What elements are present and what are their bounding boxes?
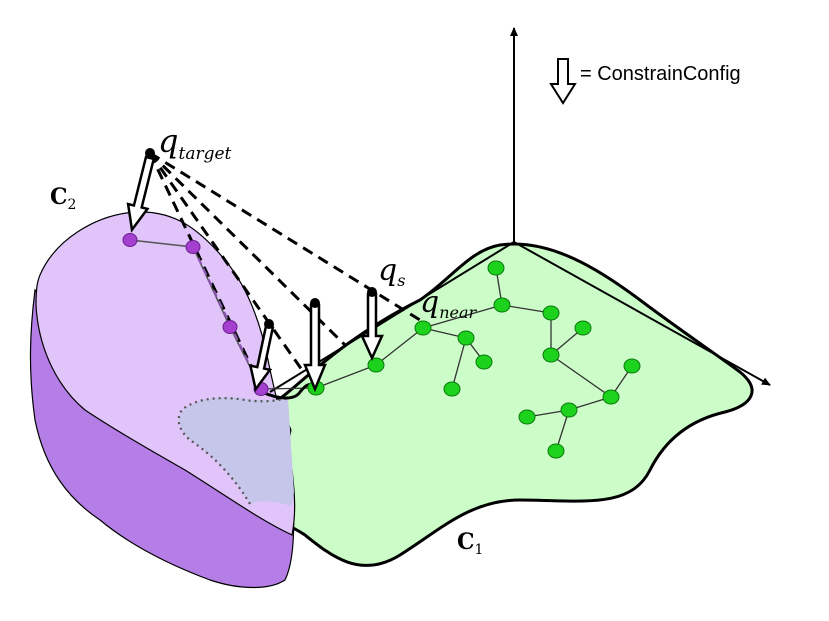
c2-node	[222, 320, 238, 334]
label-q-target: qtarget	[158, 122, 232, 164]
c1-manifold	[266, 242, 754, 567]
sample-point	[310, 298, 320, 308]
sample-points	[145, 148, 377, 329]
dashed-rays	[148, 151, 421, 386]
c1-node	[457, 330, 475, 346]
x-axis	[513, 241, 771, 386]
c2-node	[185, 240, 201, 254]
c1-node	[443, 381, 461, 397]
c1-node	[560, 402, 578, 418]
c1-node	[574, 320, 592, 336]
c1-node	[487, 260, 505, 276]
c1-node-q-s-projection	[367, 357, 385, 373]
overlap-region	[179, 397, 294, 506]
label-q-near: qnear	[420, 285, 478, 322]
c2-nodes	[122, 233, 269, 396]
c1-node	[493, 297, 511, 313]
c1-node	[602, 389, 620, 405]
c1-node	[518, 409, 536, 425]
c1-node	[542, 347, 560, 363]
legend-label: = ConstrainConfig	[580, 63, 741, 85]
label-q-s: qs	[378, 253, 405, 290]
projection-arrow-icon	[126, 155, 156, 233]
c1-node-q-near	[414, 320, 432, 336]
projection-arrows	[126, 155, 384, 393]
projection-arrow-icon	[248, 324, 275, 393]
label-c2: C2	[50, 184, 76, 213]
label-c1: C1	[457, 529, 483, 558]
c1-node	[547, 443, 565, 459]
c1-nodes	[307, 260, 641, 459]
sample-point	[264, 319, 274, 329]
q-target-point	[145, 148, 155, 158]
c2-dashed-path	[192, 246, 262, 390]
c2-node	[122, 233, 138, 247]
c1-node	[475, 354, 493, 370]
projection-arrow-icon	[360, 292, 384, 362]
q-s-point	[367, 287, 377, 297]
legend-arrow-icon	[549, 58, 577, 105]
c1-node	[623, 358, 641, 374]
c1-node	[542, 305, 560, 321]
projection-arrow-icon	[303, 303, 327, 393]
